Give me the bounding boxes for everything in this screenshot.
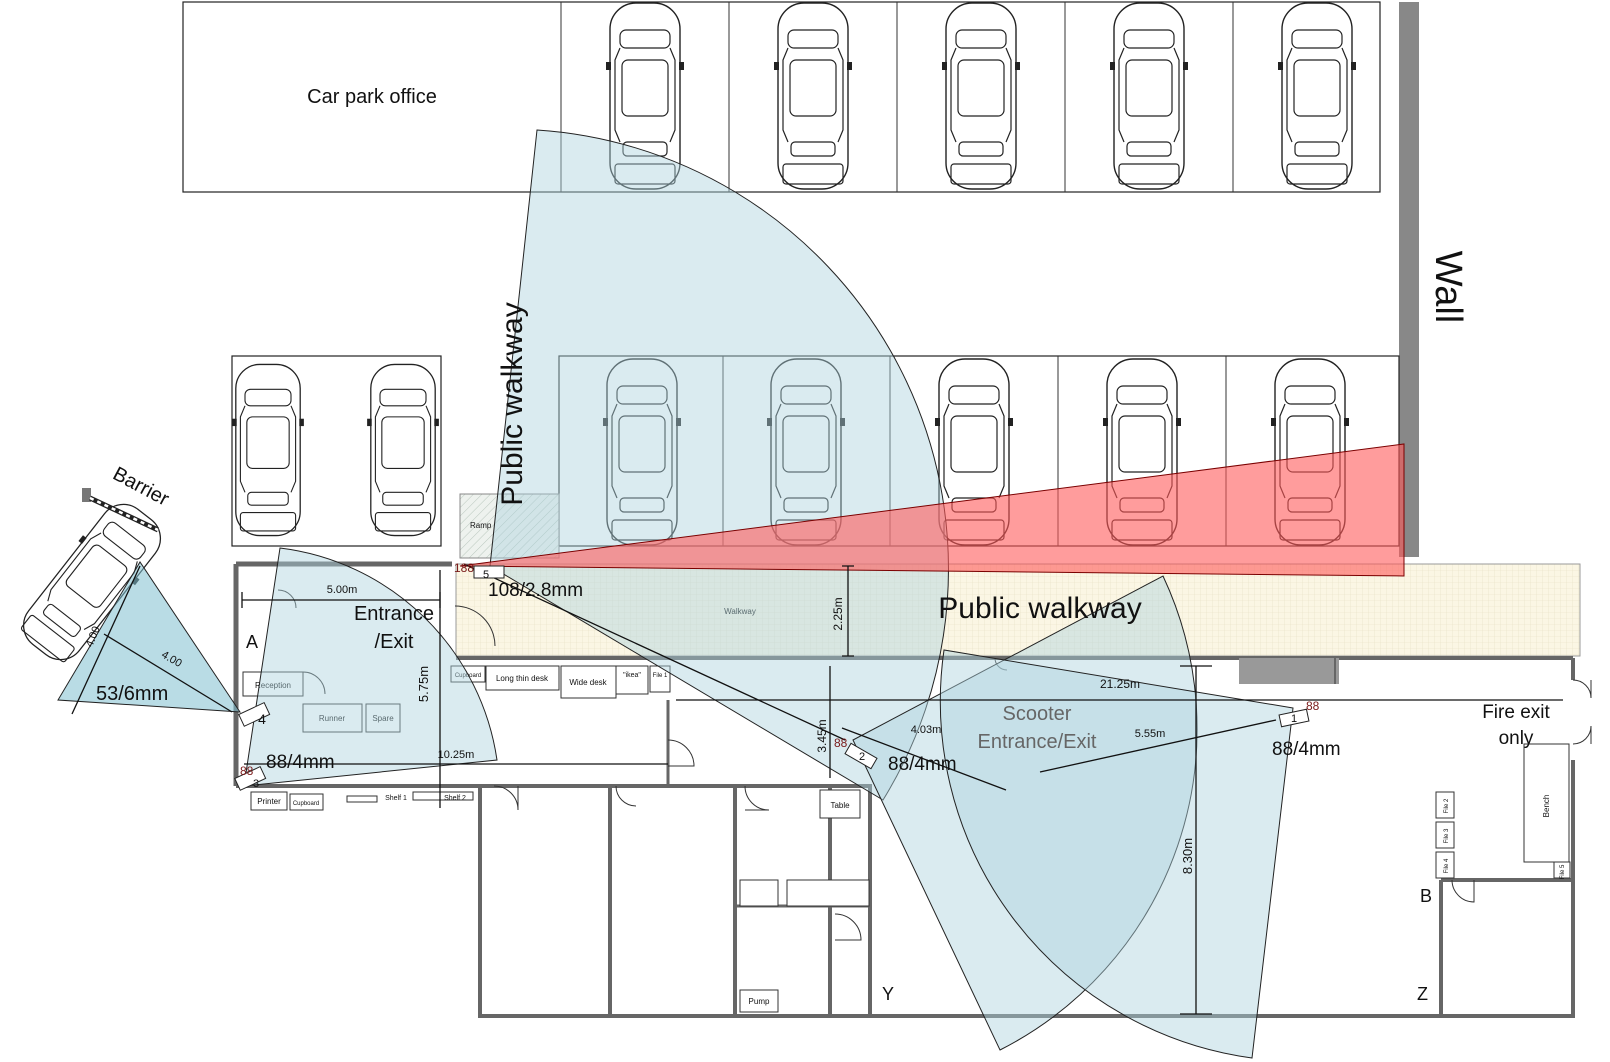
- reception-label: Reception: [255, 681, 291, 690]
- scooter-label-line1: Scooter: [1003, 703, 1072, 725]
- top-parking-bays: [560, 2, 1234, 192]
- entrance-label-line1: Entrance: [354, 603, 434, 625]
- camera-2-angle: 88: [834, 736, 848, 750]
- walkway-strip: [455, 563, 1581, 657]
- camera-4: 4: [238, 701, 271, 727]
- camera-5-id: 5: [483, 569, 489, 581]
- walkway-label: Walkway: [724, 607, 756, 616]
- car-icon: [366, 363, 440, 537]
- file2-label: File 2: [1444, 798, 1450, 813]
- dim-3-45: 3.45m: [815, 719, 829, 752]
- camera-3-id: 3: [253, 778, 259, 790]
- table-label: Table: [830, 801, 850, 810]
- wall: [1399, 2, 1419, 557]
- car-park-office-label: Car park office: [307, 86, 437, 108]
- ramp: [459, 493, 560, 559]
- camera-2-spec: 88/4mm: [888, 754, 957, 775]
- file3-label: File 3: [1444, 828, 1450, 843]
- public-walkway-horizontal-label: Public walkway: [938, 592, 1141, 625]
- wide-desk-label: Wide desk: [569, 678, 607, 687]
- camera-3-fov: [243, 547, 498, 787]
- dim-5-75: 5.75m: [416, 666, 431, 702]
- barrier-post: [82, 488, 91, 502]
- marker-b: B: [1420, 886, 1432, 906]
- file5-label: File 5: [1560, 864, 1566, 879]
- camera-5-red-zone: [459, 443, 1405, 577]
- barrier-label: Barrier: [109, 463, 173, 511]
- camera-1-spec: 88/4mm: [1272, 739, 1341, 760]
- bench-label: Bench: [1542, 795, 1551, 818]
- car-icon: [773, 2, 853, 190]
- ramp-label: Ramp: [470, 521, 492, 530]
- camera-1-id: 1: [1291, 713, 1297, 725]
- marker-y: Y: [882, 984, 894, 1004]
- car-icon: [1109, 2, 1189, 190]
- wall-label: Wall: [1427, 251, 1469, 323]
- camera-2-id: 2: [859, 751, 865, 763]
- dim-2-25: 2.25m: [831, 597, 845, 630]
- fire-exit-label-line2: only: [1499, 728, 1534, 749]
- printer-label: Printer: [257, 797, 281, 806]
- dim-5-00: 5.00m: [327, 584, 358, 596]
- camera-5-spec: 108/2.8mm: [488, 580, 583, 601]
- camera-1: 88 1: [1278, 699, 1320, 728]
- marker-a: A: [246, 632, 258, 652]
- dim-21-25: 21.25m: [1100, 677, 1140, 691]
- dim-10-25: 10.25m: [438, 749, 475, 761]
- car-icon: [231, 363, 305, 537]
- scooter-label-line2: Entrance/Exit: [978, 731, 1097, 753]
- entrance-label-line2: /Exit: [375, 631, 414, 653]
- camera-3-angle: 88: [240, 764, 254, 778]
- file4-label: File 4: [1444, 858, 1450, 873]
- shelf2-label: Shelf 2: [444, 795, 466, 802]
- cupboard-label: Cupboard: [293, 801, 319, 807]
- public-walkway-vertical-label: Public walkway: [496, 302, 529, 505]
- camera-5-fov: [489, 129, 949, 801]
- file1-label: File 1: [653, 673, 668, 679]
- spare-label: Spare: [372, 714, 394, 723]
- dim-5-55: 5.55m: [1135, 728, 1166, 740]
- runner-label: Runner: [319, 714, 346, 723]
- pump-label: Pump: [749, 997, 770, 1006]
- camera-1-angle: 88: [1306, 699, 1320, 713]
- barrier-arm: [88, 495, 160, 533]
- camera-2: 88 2: [834, 736, 878, 770]
- dimension-lines: [71, 563, 1563, 1015]
- furniture: [242, 665, 1571, 1013]
- camera-3-spec: 88/4mm: [266, 752, 335, 773]
- camera-5: 188 5: [454, 561, 505, 581]
- car-icon: [1277, 2, 1357, 190]
- long-thin-desk-label: Long thin desk: [496, 674, 549, 683]
- camera-2-fov: [852, 575, 1198, 1051]
- shelf1-label: Shelf 1: [385, 795, 407, 802]
- fire-exit-label-line1: Fire exit: [1482, 702, 1550, 723]
- dim-4-03: 4.03m: [911, 724, 942, 736]
- camera-4-spec: 53/6mm: [96, 683, 168, 705]
- dim-8-30: 8.30m: [1180, 838, 1195, 874]
- camera-3: 88 3: [234, 764, 267, 791]
- camera-5-angle: 188: [454, 561, 474, 575]
- cupboard-top-label: Cupboard: [455, 673, 481, 679]
- camera-4-id: 4: [258, 711, 266, 727]
- car-icon: [941, 2, 1021, 190]
- ikea-label: "ikea": [623, 672, 641, 679]
- doors: [277, 589, 1592, 941]
- camera-1-fov: [939, 649, 1294, 1059]
- marker-z: Z: [1417, 984, 1428, 1004]
- camera-4-fov: [57, 561, 241, 713]
